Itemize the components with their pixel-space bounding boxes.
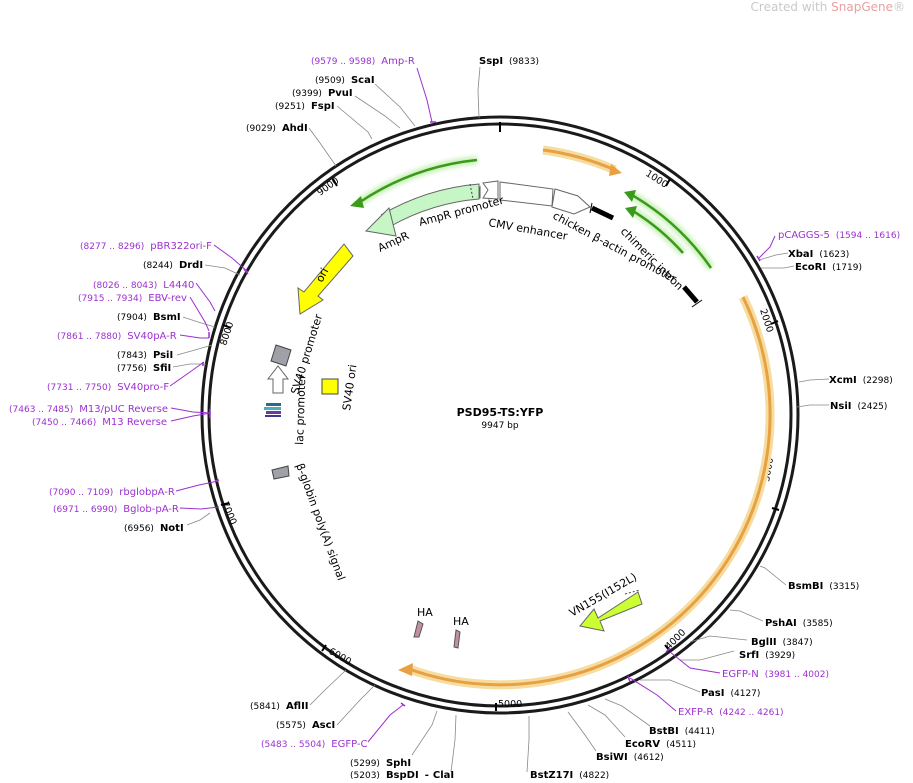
feature-label-lac-promoter: lac promoter	[293, 374, 308, 445]
site-label-bglii: BglII(3847)	[751, 637, 813, 648]
tick-9000	[332, 178, 338, 187]
ampr-feature-head	[364, 207, 397, 237]
site-label-sfii: (7756)SfiI	[117, 363, 171, 374]
site-label-sspi: SspI(9833)	[479, 56, 539, 67]
feature-label-ha-2: HA	[453, 615, 469, 628]
ha-tag-1-shape	[413, 620, 424, 638]
site-label-scai: (9509)ScaI	[315, 75, 375, 86]
tick-6000	[321, 644, 327, 652]
site-label-srfi: SrfI(3929)	[739, 650, 795, 661]
watermark-reg: ®	[893, 0, 905, 14]
primer-label-rbglobpa-r: (7090 .. 7109)rbglobpA-R	[49, 487, 175, 498]
site-label-ecorv: EcoRV(4511)	[625, 739, 696, 750]
vn155-dotted-boundary	[624, 589, 641, 595]
site-label-bstbi: BstBI(4411)	[649, 726, 715, 737]
promoter-small-arrow	[482, 180, 499, 200]
primer-label-exfp-r: EXFP-R(4242 .. 4261)	[678, 707, 784, 718]
sv40-ori-shape	[321, 378, 339, 395]
watermark-brand: SnapGene	[831, 0, 893, 14]
site-label-ecori: EcoRI(1719)	[795, 262, 862, 273]
green-arc-inner-head	[625, 206, 637, 218]
primer-label-bglob-pa-r: (6971 .. 6990)Bglob-pA-R	[53, 504, 179, 515]
lac-promoter-arrow	[266, 365, 290, 394]
green-arc-top-head	[350, 196, 364, 208]
site-label-asci: (5575)AscI	[276, 720, 335, 731]
tick-2000	[770, 320, 779, 325]
primer-label-m13-reverse: (7450 .. 7466)M13 Reverse	[32, 417, 167, 428]
site-label-bsmi: (7904)BsmI	[117, 312, 181, 323]
tick-marks	[220, 122, 780, 711]
tick-3000	[771, 507, 780, 511]
site-label-pasi: PasI(4127)	[701, 688, 760, 699]
tick-7000	[220, 502, 230, 506]
green-arc-top	[359, 158, 478, 204]
feature-label-vn155: VN155(I152L)	[567, 570, 639, 619]
green-arc-right-head	[624, 190, 636, 202]
plasmid-length: 9947 bp	[481, 421, 518, 431]
watermark-prefix: Created with	[750, 0, 832, 14]
tick-label-5000: 5000	[498, 699, 522, 710]
site-label-bsiwi: BsiWI(4612)	[596, 752, 664, 763]
chimeric-intron-cap-top	[589, 202, 593, 214]
site-label-noti: (6956)NotI	[124, 523, 184, 534]
lac-operator-cluster	[264, 403, 281, 417]
orf-arc-main-head	[398, 663, 413, 676]
plasmid-name: PSD95-TS:YFP	[457, 406, 544, 419]
green-arc-inner	[632, 209, 684, 254]
site-label-pvui: (9399)PvuI	[292, 88, 353, 99]
site-label-drdi: (8244)DrdI	[143, 260, 203, 271]
ampr-dotted-boundary	[469, 183, 474, 200]
site-label-sphi: (5299)SphI	[350, 758, 411, 769]
site-leader-lines	[172, 66, 830, 773]
site-label-fspi: (9251)FspI	[275, 101, 335, 112]
primer-site-marks	[202, 121, 761, 707]
site-label-psii: (7843)PsiI	[117, 350, 173, 361]
site-label-bstz17i: BstZ17I(4822)	[530, 770, 609, 781]
feature-label-sv40-ori: SV40 ori	[340, 364, 359, 412]
primer-leader-lines	[169, 67, 776, 743]
ha-tag-2-shape	[453, 629, 461, 649]
site-label-xbai: XbaI(1623)	[788, 249, 849, 260]
feature-label-ha-1: HA	[417, 606, 433, 619]
site-label-xcmi: XcmI(2298)	[829, 375, 893, 386]
chimeric-intron-bar-top	[590, 205, 615, 221]
orf-arc-main	[408, 296, 772, 687]
site-label-pshai: PshAI(3585)	[765, 618, 833, 629]
site-label-aflii: (5841)AflII	[250, 701, 309, 712]
tick-8000	[222, 324, 232, 329]
cmv-enhancer-shape	[499, 181, 554, 207]
vn155-feature	[579, 591, 643, 632]
site-label-nsii: NsiI(2425)	[830, 401, 887, 412]
primer-label-pcaggs-5: pCAGGS-5(1594 .. 1616)	[778, 230, 900, 241]
primer-label-sv40pro-f: (7731 .. 7750)SV40pro-F	[47, 382, 169, 393]
ori-feature	[297, 243, 354, 315]
tick-label-8000: 8000	[218, 321, 236, 347]
tick-1000	[665, 178, 671, 187]
feature-label-bglobin-polya: β-globin poly(A) signal	[293, 462, 348, 583]
site-label-bsmbi: BsmBI(3315)	[788, 581, 859, 592]
chicken-actin-promoter-shape	[551, 188, 591, 215]
primer-label-l4440: (8026 .. 8043)L4440	[93, 280, 194, 291]
primer-labels: (9579 .. 9598)Amp-R (8277 .. 8296)pBR322…	[9, 56, 900, 750]
primer-label-sv40pa-r: (7861 .. 7880)SV40pA-R	[57, 331, 177, 342]
site-label-ahdi: (9029)AhdI	[246, 123, 308, 134]
primer-label-m13-puc-reverse: (7463 .. 7485)M13/pUC Reverse	[9, 404, 168, 415]
orf-arc-top-head	[609, 164, 622, 176]
snapgene-watermark: Created with SnapGene®	[751, 0, 905, 14]
primer-label-egfp-n: EGFP-N(3981 .. 4002)	[722, 669, 829, 680]
primer-label-egfp-c: (5483 .. 5504)EGFP-C	[261, 739, 368, 750]
site-label-bspdi-clai: (5203)BspDI-ClaI	[350, 770, 454, 781]
bglobin-polya-shape	[271, 465, 290, 480]
primer-label-pbr322ori-f: (8277 .. 8296)pBR322ori-F	[80, 241, 212, 252]
feature-label-ori: ori	[313, 266, 331, 285]
chimeric-intron-bar-bottom	[682, 285, 699, 304]
site-labels: SspI(9833) (9509)ScaI (9399)PvuI (9251)F…	[117, 56, 893, 781]
green-arc-right	[631, 193, 713, 269]
sv40-promoter-shape	[270, 344, 292, 367]
primer-label-ebv-rev: (7915 .. 7934)EBV-rev	[78, 293, 187, 304]
tick-label-1000: 1000	[643, 168, 669, 190]
primer-label-amp-r: (9579 .. 9598)Amp-R	[311, 56, 415, 67]
chimeric-intron-cap-bottom	[691, 299, 703, 308]
